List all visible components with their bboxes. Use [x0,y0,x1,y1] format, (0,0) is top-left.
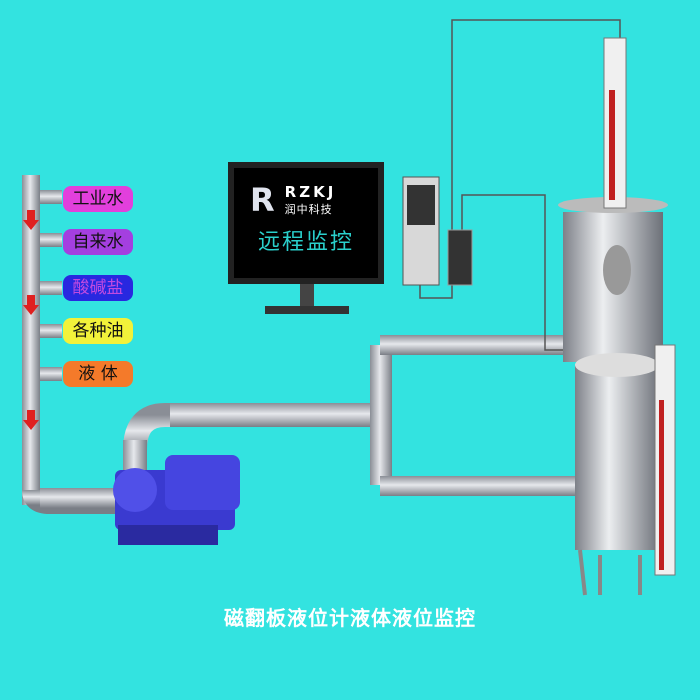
source-label-tap-water: 自来水 [63,229,133,255]
remote-monitoring-text: 远程监控 [257,230,354,255]
source-label-industrial-water: 工业水 [63,186,133,212]
source-label-oils: 各种油 [63,318,133,344]
discharge-piping [123,335,580,496]
pump [113,455,240,545]
company-logo: R RZKJ 润中科技 [250,180,336,220]
source-label-acid-alkali-salt: 酸碱盐 [63,275,133,301]
logo-en: RZKJ [284,182,337,201]
computer [228,162,473,314]
logo-cn: 润中科技 [284,202,333,216]
upper-tank [558,37,668,362]
lower-tank [575,344,676,596]
caption-title: 磁翻板液位计液体液位监控 [224,606,476,630]
logo-text: RZKJ 润中科技 [284,182,337,217]
source-label-liquid: 液 体 [63,361,133,387]
logo-mark: R [250,181,275,219]
